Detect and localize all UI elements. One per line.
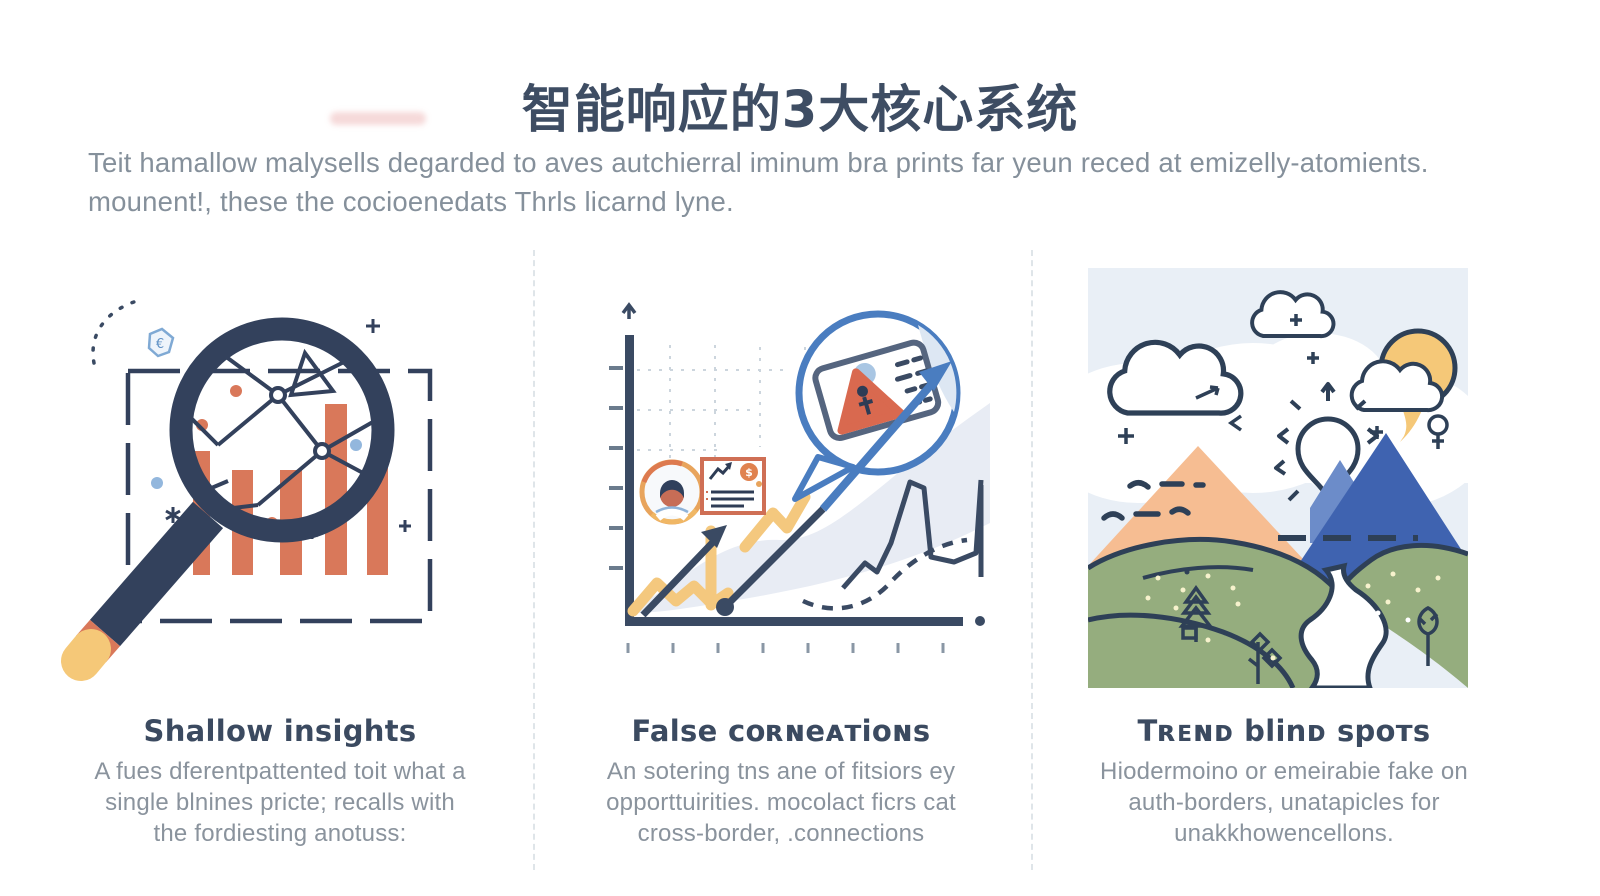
- body-line: single blnines pricte; recalls with: [105, 789, 455, 816]
- network-node: [313, 442, 331, 460]
- front-hill: [1088, 615, 1293, 688]
- mountain-landscape-illustration: [1088, 268, 1468, 688]
- coin-icon: [740, 463, 758, 481]
- shrub-tree-icon: [1247, 631, 1283, 684]
- hill-speckles-white: [1350, 597, 1411, 623]
- column-divider-left: [533, 250, 535, 870]
- line-chart-bubble-illustration: $: [609, 302, 990, 653]
- sun-behind-cloud-icon: [1349, 328, 1458, 442]
- female-symbol-icon: [1427, 414, 1449, 449]
- hill-road-line: [1142, 565, 1254, 580]
- column-divider-right: [1031, 250, 1033, 870]
- trend-line-icon: [708, 464, 732, 480]
- plus-icon: [1290, 314, 1302, 326]
- leaf-tree-icon: [1417, 606, 1439, 666]
- column-body: A fues dferentpattented toit what a sing…: [70, 756, 490, 849]
- avatar: [639, 459, 705, 525]
- finance-info-card: $: [700, 457, 766, 515]
- warning-speech-bubble: [792, 310, 961, 502]
- trees: [1178, 584, 1439, 684]
- plus-icon: [1118, 428, 1134, 444]
- up-arrow-icon: [621, 302, 637, 319]
- column-shallow-insights: Shallow insights A fues dferentpattented…: [70, 714, 490, 849]
- svg-text:€: €: [156, 337, 164, 352]
- body-line: the fordiesting anotuss:: [153, 820, 407, 847]
- body-line: A fues dferentpattented toit what a: [94, 758, 466, 785]
- long-trend-arrow: [722, 361, 952, 610]
- body-line: auth-borders, unatapicles for: [1128, 789, 1440, 816]
- body-line: unakkhowencellons.: [1174, 820, 1394, 847]
- image-artifact-smudge: [330, 112, 426, 125]
- column-heading: Shallow insights: [143, 714, 417, 748]
- card-lines: [711, 490, 754, 508]
- warning-card: [812, 339, 942, 441]
- plus-icon: [1307, 352, 1319, 364]
- body-line: Hiodermoino or emeirabie fake on: [1100, 758, 1468, 785]
- y-axis: [625, 335, 634, 625]
- x-axis-ticks: [626, 643, 945, 653]
- intro-paragraph: Teit hamallow malysells degarded to aves…: [88, 143, 1508, 221]
- plus-icon: [399, 520, 411, 532]
- body-line: cross-border, .connections: [637, 820, 925, 847]
- intro-line-2: mounent!, these the cocioenedats Thrls l…: [88, 186, 734, 217]
- mountain-strata-dashes: [1101, 480, 1206, 521]
- body-line: An sotering tns ane of fitsiors ey: [606, 758, 956, 785]
- dashed-trend-line: [802, 537, 968, 611]
- svg-text:$: $: [745, 466, 753, 479]
- dotted-arc-decoration: [91, 297, 146, 365]
- column-body: Hiodermoino or emeirabie fake on auth-bo…: [1068, 756, 1500, 849]
- pine-tree-icon: [1178, 584, 1214, 642]
- plus-icon: [1370, 426, 1383, 439]
- area-band: [633, 403, 990, 613]
- column-heading: Tʀᴇɴᴅ blinᴅ spoᴛs: [1137, 714, 1431, 748]
- body-line: opporttuirities. mocolact ficrs cat: [606, 789, 956, 816]
- grid-lines: [637, 345, 906, 517]
- column-trend-blind-spots: Tʀᴇɴᴅ blinᴅ spoᴛs Hiodermoino or emeirab…: [1068, 714, 1500, 849]
- asterisk-icon: [165, 507, 181, 523]
- small-arrow-icon: [1195, 385, 1220, 400]
- chevron-icon: [1227, 414, 1243, 432]
- plus-icon: [366, 319, 380, 333]
- network-node: [269, 386, 287, 404]
- y-axis-ticks: [609, 366, 623, 570]
- page-title: 智能响应的3大核心系统: [521, 81, 1079, 140]
- column-body: An sotering tns ane of fitsiors ey oppor…: [566, 756, 996, 849]
- river-path: [1298, 562, 1389, 688]
- column-false-correlations: False cᴏʀɴeᴀᴛiᴏɴs An sotering tns ane of…: [566, 714, 996, 849]
- magnifier-icon: [61, 317, 395, 681]
- person-glyph: [858, 396, 874, 415]
- intro-line-1: Teit hamallow malysells degarded to aves…: [88, 147, 1429, 178]
- euro-shield-icon: €: [147, 327, 175, 358]
- x-axis: [625, 617, 963, 626]
- magnifier-bar-chart-illustration: €: [61, 297, 433, 681]
- sky-decorations: [1118, 314, 1383, 444]
- hill-speckles: [1145, 571, 1441, 661]
- chart-frame: [125, 368, 433, 624]
- column-heading: False cᴏʀɴeᴀᴛiᴏɴs: [631, 714, 931, 748]
- ridge-line: [841, 479, 984, 590]
- right-hill: [1340, 545, 1468, 688]
